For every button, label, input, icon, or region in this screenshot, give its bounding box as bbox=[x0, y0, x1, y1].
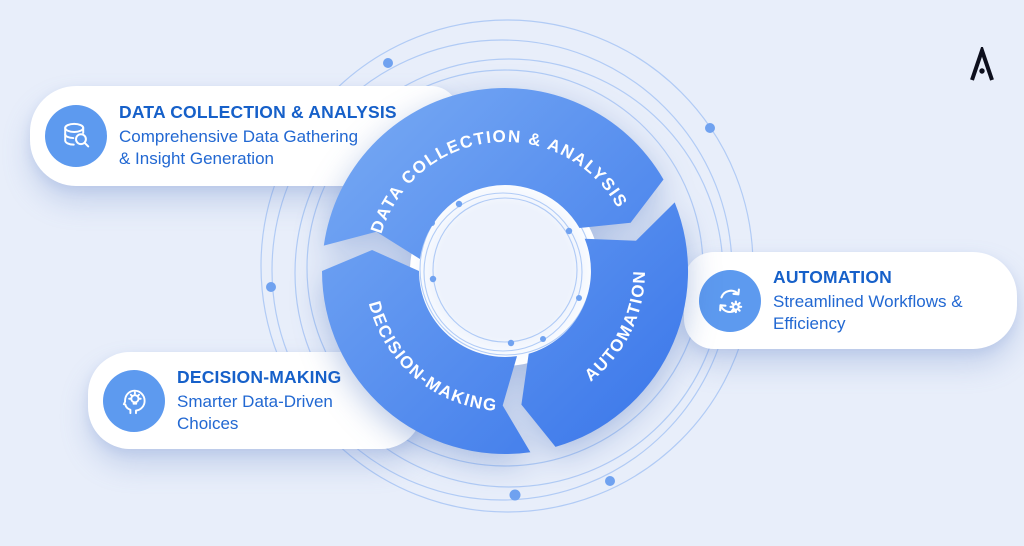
ring-center-hub bbox=[410, 176, 600, 366]
card-automation: AUTOMATION Streamlined Workflows & Effic… bbox=[684, 252, 1017, 349]
cycle-segment-automation bbox=[521, 202, 689, 447]
card-title: DATA COLLECTION & ANALYSIS bbox=[119, 102, 397, 123]
card-description-line: Choices bbox=[177, 413, 239, 433]
hub-orbit-circles bbox=[419, 182, 593, 356]
card-title: DECISION-MAKING bbox=[177, 366, 342, 387]
card-decision-making: DECISION-MAKING Smarter Data-Driven Choi… bbox=[88, 352, 423, 449]
card-title: AUTOMATION bbox=[773, 266, 892, 287]
database-search-icon bbox=[45, 105, 107, 167]
arc-label-automation: AUTOMATION bbox=[581, 269, 649, 385]
head-lightbulb-icon bbox=[103, 369, 165, 432]
sync-arrows-gear-icon bbox=[699, 269, 761, 332]
brand-a-logo bbox=[970, 47, 994, 81]
card-description-line: Streamlined Workflows & bbox=[773, 291, 963, 311]
card-description-line: Comprehensive Data Gathering bbox=[119, 127, 359, 147]
card-description-line: Smarter Data-Driven bbox=[177, 391, 333, 411]
card-description-line: Efficiency bbox=[773, 313, 846, 333]
card-description-line: & Insight Generation bbox=[119, 149, 274, 168]
card-data-collection: DATA COLLECTION & ANALYSIS Comprehensive… bbox=[30, 86, 459, 186]
hub-orbit-dots bbox=[429, 200, 582, 347]
